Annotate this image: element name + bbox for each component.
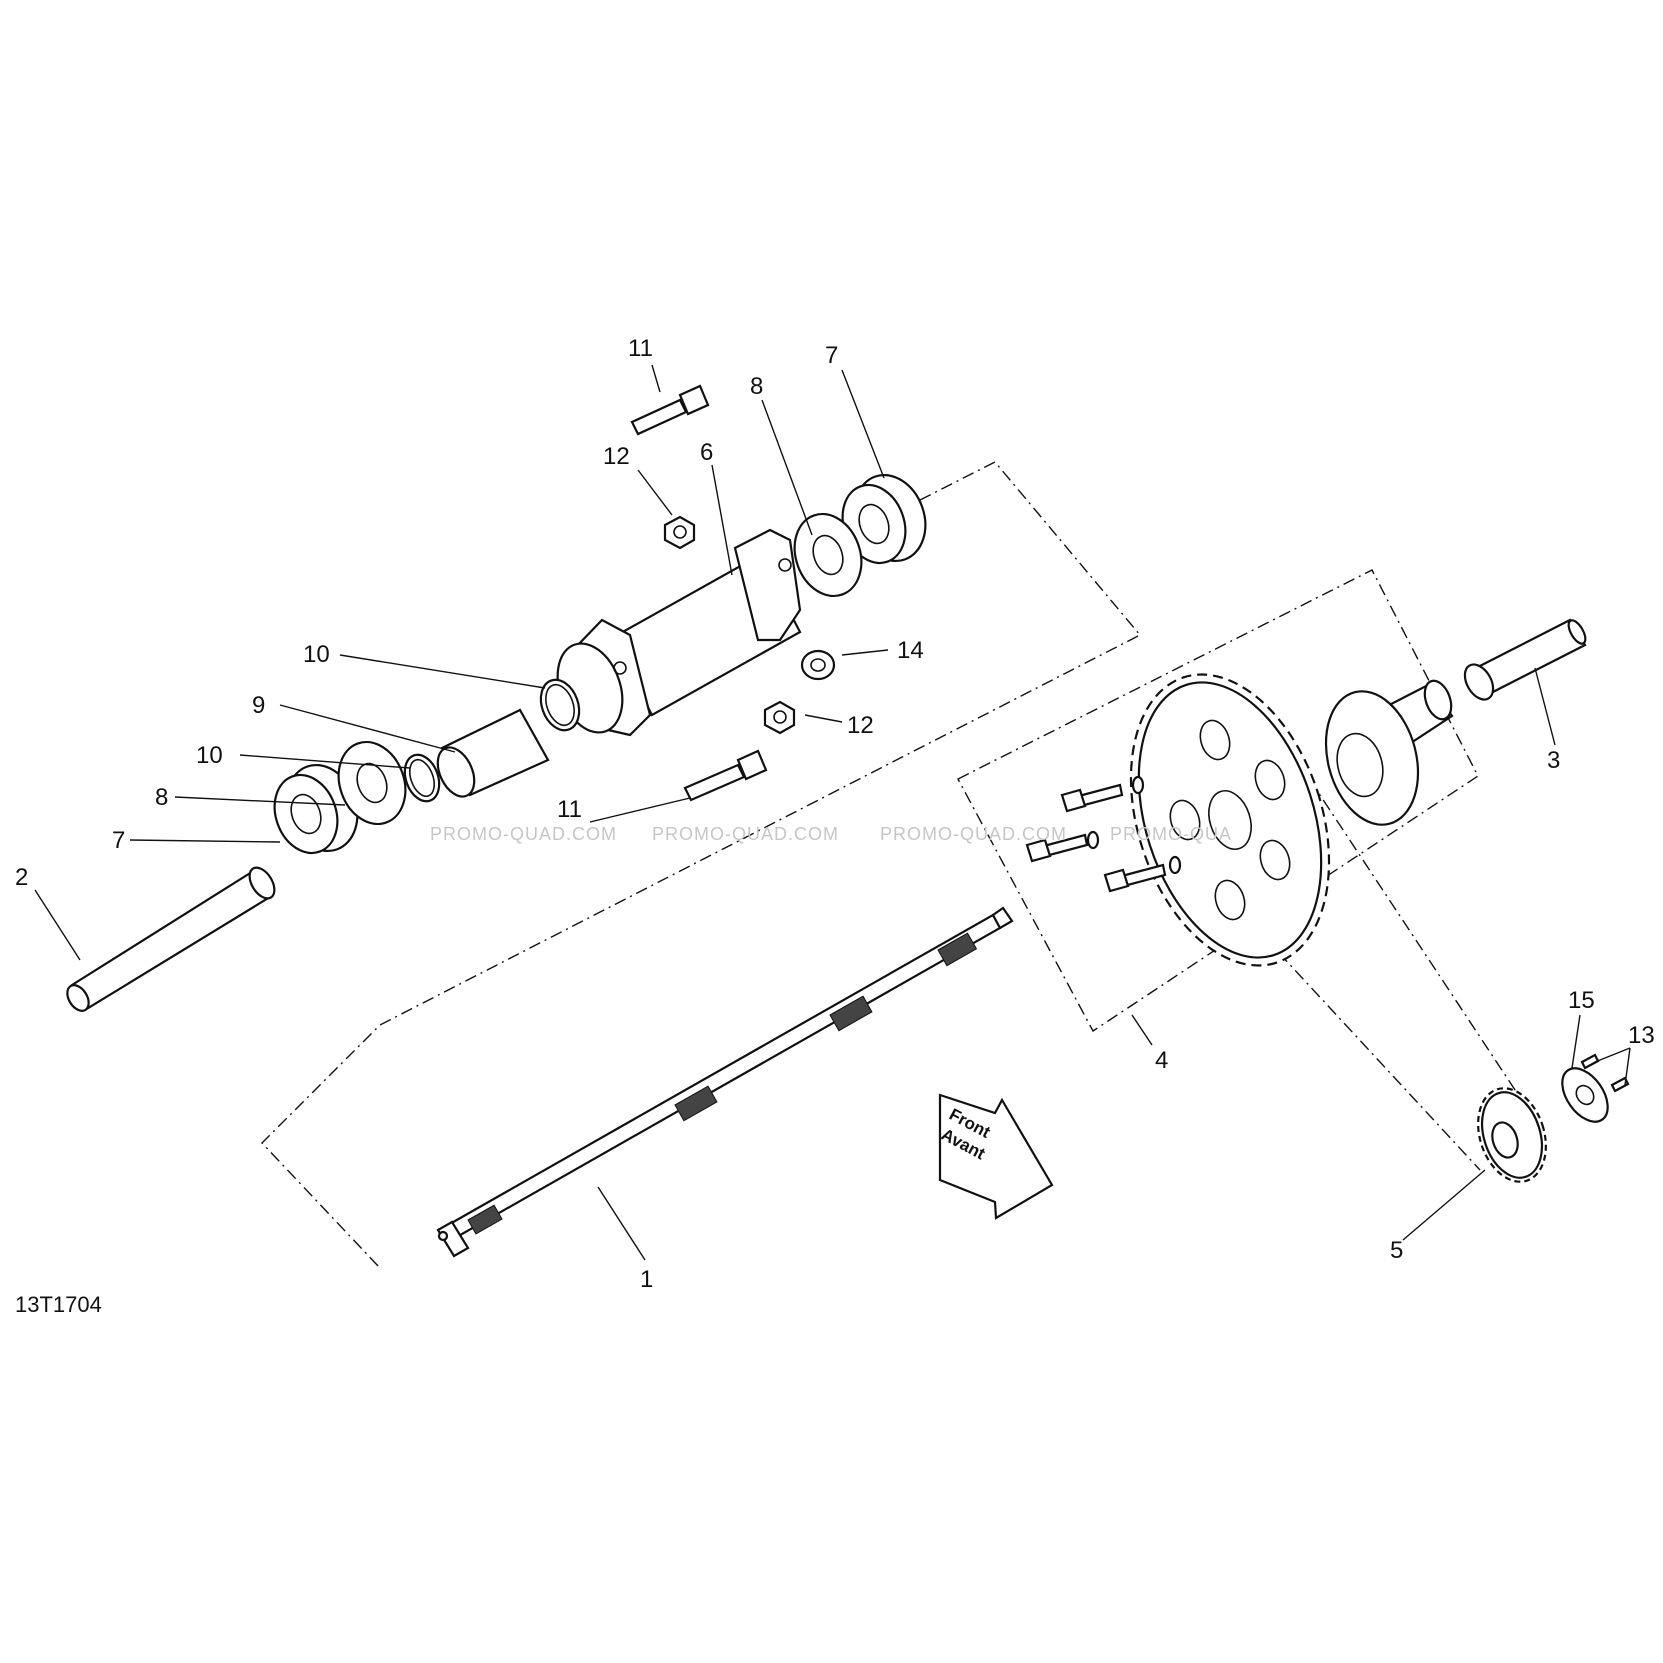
large-sprocket [1129,673,1331,967]
callout-labels: 11 12 6 8 7 10 9 10 8 7 2 11 12 14 3 4 1… [15,335,1655,1293]
leader-lines [34,364,1631,1261]
part-15-retaining-plate [1561,1067,1609,1123]
watermark: PROMO-QUAD.COM PROMO-QUAD.COM PROMO-QUAD… [430,824,1232,844]
part-3-pin [1463,618,1587,701]
callout-4: 4 [1155,1047,1168,1074]
watermark-text: PROMO-QUAD.COM [880,824,1067,844]
watermark-text: PROMO-QUAD.COM [430,824,617,844]
part-1-drive-shaft [436,906,1014,1258]
drawing-number: 13T1704 [15,1292,102,1317]
callout-8-top: 8 [750,373,763,400]
part-12-nut-top [663,515,696,550]
watermark-text: PROMO-QUA [1110,824,1232,844]
callout-7-left: 7 [112,827,125,854]
part-4-sprocket-assembly [1025,673,1454,967]
callout-14: 14 [897,637,924,664]
front-direction-arrow: Front Avant [938,1093,1054,1220]
part-2-pin [66,866,276,1012]
part-10-ring-left [403,753,441,803]
sprocket-bolts [1025,775,1182,893]
part-12-nut-mid [763,700,796,735]
part-10-ring-top [539,678,581,732]
part-11-bolt-top [630,384,710,436]
watermark-text: PROMO-QUAD.COM [652,824,839,844]
callout-6: 6 [700,439,713,466]
part-11-bolt-mid [683,749,768,802]
assembly-outline-sprocket [957,569,1479,1033]
chain-path-line-b [1309,779,1526,1106]
part-5-small-sprocket [1477,1087,1547,1183]
callout-3: 3 [1547,747,1560,774]
callout-15: 15 [1568,987,1595,1014]
callout-11-top: 11 [628,335,653,362]
callout-10-top: 10 [303,641,330,668]
callout-12-mid: 12 [847,712,874,739]
callout-8-left: 8 [155,784,168,811]
callout-13: 13 [1628,1022,1655,1049]
callout-9: 9 [252,692,265,719]
callout-7-top: 7 [825,342,838,369]
callout-2: 2 [15,864,28,891]
part-6-housing [556,528,802,737]
callout-5: 5 [1390,1237,1403,1264]
callout-1: 1 [640,1266,653,1293]
part-9-sleeve [436,708,550,798]
part-8-seal-left [337,740,407,826]
chain-path-line-a [1229,899,1481,1171]
callout-12-top: 12 [603,443,630,470]
callout-10-left: 10 [196,742,223,769]
callout-11-mid: 11 [557,796,582,823]
part-14-washer [800,649,836,681]
